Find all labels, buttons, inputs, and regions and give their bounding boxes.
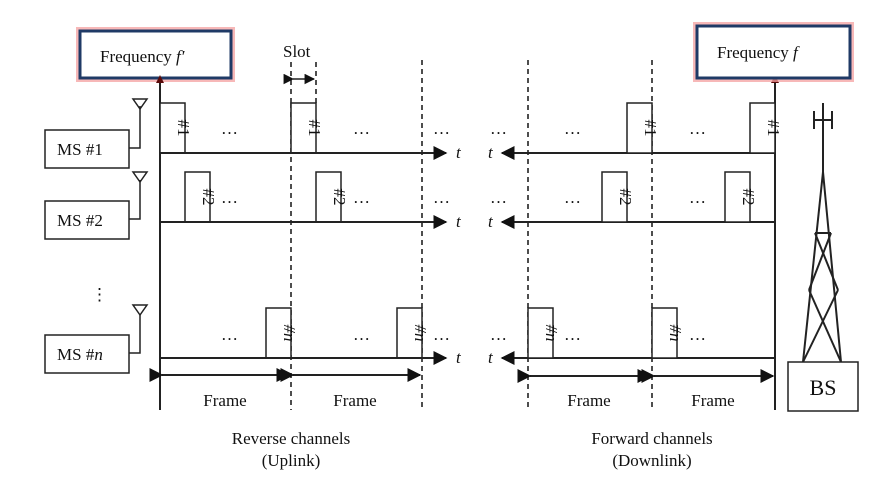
downlink-slot (527, 307, 554, 359)
ellipsis: … (353, 119, 370, 138)
downlink-slot (651, 307, 678, 359)
downlink-slot (601, 171, 628, 223)
slot-label: #n (411, 325, 430, 342)
downlink-slot (749, 102, 776, 154)
antenna-icon (131, 171, 149, 184)
antenna-icon (131, 98, 149, 111)
ms-2-label: MS #2 (57, 211, 103, 230)
downlink-section-title: Forward channels (591, 429, 712, 448)
row-ms-1: MS #1 #1 … #1 … … t t … … #1 … #1 (44, 98, 783, 169)
ms-2-box (44, 200, 130, 240)
uplink-slot (290, 102, 317, 154)
time-label: t (456, 143, 462, 162)
slot-label: #2 (739, 189, 758, 206)
time-label: t (488, 348, 494, 367)
ellipsis: … (564, 325, 581, 344)
ellipsis: … (433, 119, 450, 138)
slot-label: #1 (641, 120, 660, 137)
frame-label: Frame (567, 391, 610, 410)
ms-n-antenna-feed (129, 314, 141, 354)
row-ms-2: MS #2 #2 … #2 … … t t … … #2 … #2 (44, 171, 775, 240)
uplink-section-title: Reverse channels (232, 429, 350, 448)
base-station-label: BS (810, 375, 837, 400)
time-label: t (488, 212, 494, 231)
ellipsis: … (689, 119, 706, 138)
slot-label: #1 (305, 120, 324, 137)
ms-n-box (44, 334, 130, 374)
uplink-frequency-label: Frequency f′ (100, 47, 185, 66)
uplink-section-subtitle: (Uplink) (262, 451, 321, 470)
frame-label: Frame (203, 391, 246, 410)
ellipsis: … (689, 188, 706, 207)
slot-label: #2 (616, 189, 635, 206)
antenna-icon (131, 304, 149, 317)
frame-label: Frame (333, 391, 376, 410)
uplink-frequency-box: Frequency f′ (76, 27, 235, 82)
base-station-tower-icon (802, 103, 842, 363)
ellipsis: … (433, 325, 450, 344)
ellipsis: … (689, 325, 706, 344)
ellipsis: … (564, 188, 581, 207)
downlink-slot (626, 102, 653, 154)
ellipsis: … (433, 188, 450, 207)
slot-label: #2 (199, 189, 218, 206)
ellipsis: … (490, 325, 507, 344)
ellipsis: … (353, 188, 370, 207)
slot-label: #2 (330, 189, 349, 206)
downlink-frequency-label: Frequency f (717, 43, 800, 62)
ms-1-antenna-feed (129, 106, 141, 149)
downlink-frequency-box: Frequency f (693, 22, 854, 82)
ellipsis: … (221, 119, 238, 138)
ms-1-label: MS #1 (57, 140, 103, 159)
slot-label: Slot (283, 42, 311, 61)
ms-1-box (44, 129, 130, 169)
time-label: t (488, 143, 494, 162)
downlink-frames: Frame Frame (517, 369, 775, 410)
base-station-box (787, 361, 859, 412)
uplink-slot (184, 171, 211, 223)
time-label: t (456, 348, 462, 367)
uplink-frames: Frame Frame (149, 368, 422, 410)
ellipsis: … (490, 119, 507, 138)
ms-2-antenna-feed (129, 180, 141, 220)
slot-label: #1 (174, 120, 193, 137)
slot-label: #n (666, 325, 685, 342)
ellipsis: … (353, 325, 370, 344)
ms-n-label: MS #n (57, 345, 103, 364)
row-ms-n: MS #n … #n … #n … t t … #n … #n … (44, 304, 775, 374)
slot-label: #n (280, 325, 299, 342)
time-label: t (456, 212, 462, 231)
uplink-axis-arrowhead (156, 75, 164, 83)
slot-label: #n (542, 325, 561, 342)
ellipsis: … (221, 325, 238, 344)
slot-label: #1 (764, 120, 783, 137)
frame-label: Frame (691, 391, 734, 410)
uplink-slot (265, 307, 292, 359)
vertical-ellipsis: ⋮ (91, 285, 108, 304)
ellipsis: … (490, 188, 507, 207)
downlink-slot (724, 171, 751, 223)
ellipsis: … (564, 119, 581, 138)
ellipsis: … (221, 188, 238, 207)
downlink-section-subtitle: (Downlink) (612, 451, 691, 470)
